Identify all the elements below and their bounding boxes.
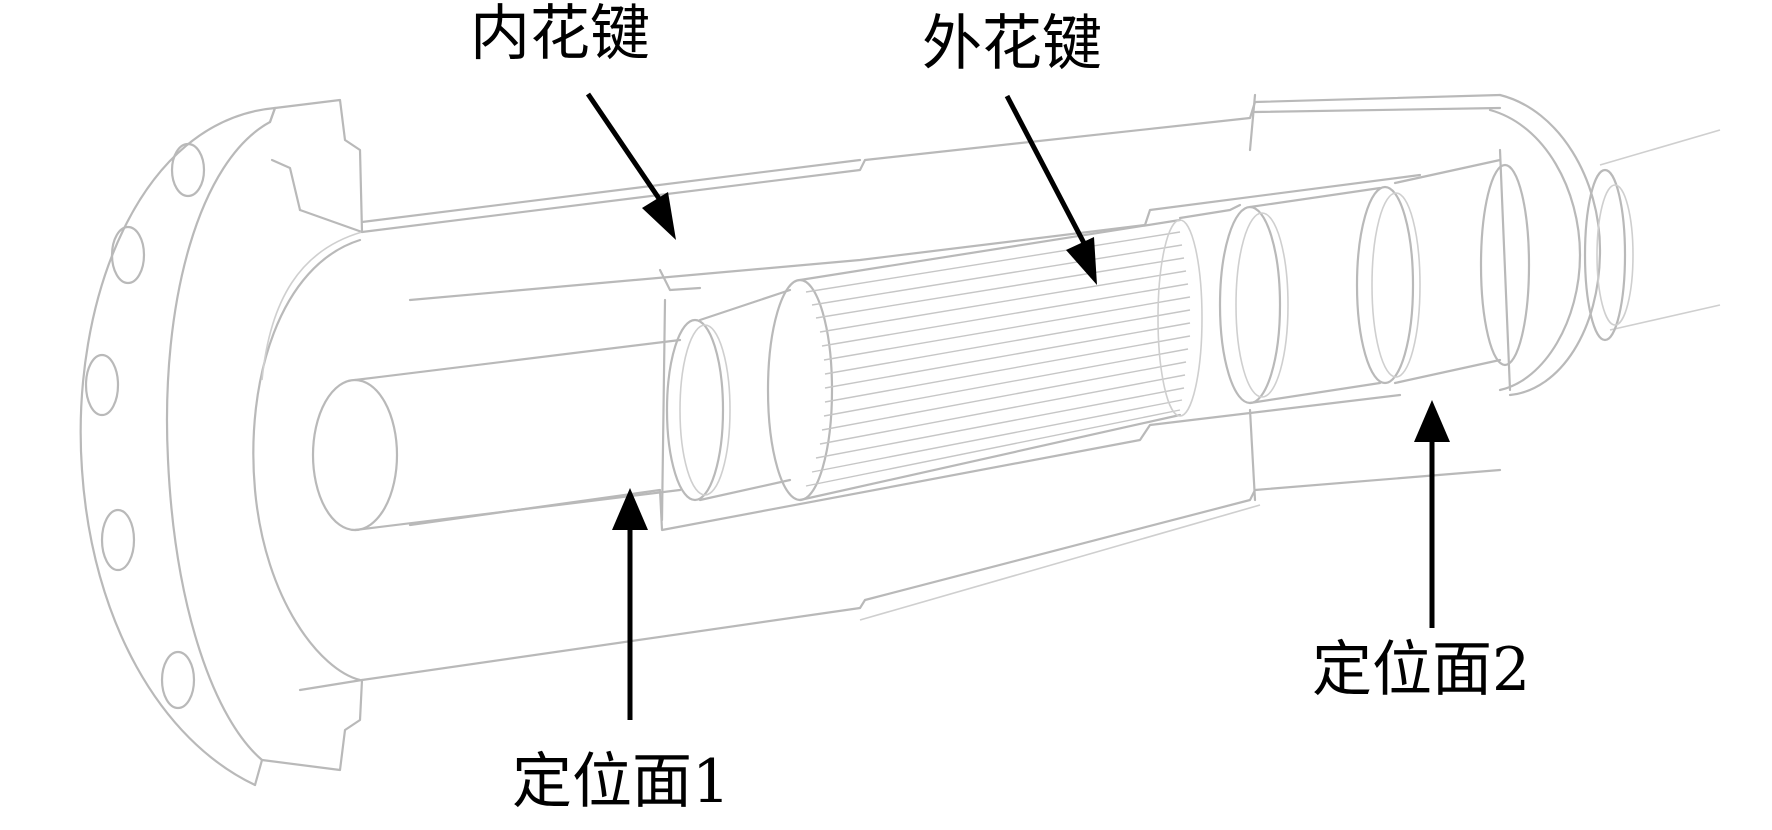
housing-cutaway xyxy=(360,93,1721,682)
flange xyxy=(79,98,364,787)
arrow-locating-face-1 xyxy=(612,488,648,720)
locating-shoulder-2 xyxy=(1178,158,1531,405)
outer-spline-teeth xyxy=(766,218,1203,502)
arrow-locating-face-2 xyxy=(1414,400,1450,628)
label-locating-face-2: 定位面2 xyxy=(1312,635,1531,705)
label-outer-spline: 外花键 xyxy=(922,9,1102,79)
arrow-outer-spline xyxy=(1004,94,1097,285)
label-locating-face-1: 定位面1 xyxy=(512,747,731,817)
arrow-inner-spline xyxy=(585,92,676,240)
label-inner-spline: 内花键 xyxy=(470,0,650,69)
inner-shaft xyxy=(311,288,792,532)
